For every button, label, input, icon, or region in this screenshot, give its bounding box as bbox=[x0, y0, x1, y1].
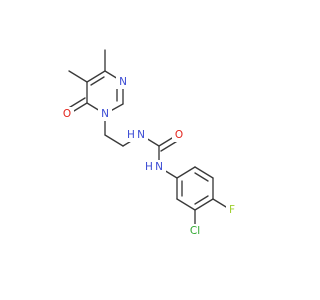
atom-hn-left-h: H bbox=[127, 129, 135, 141]
bond-ph1 bbox=[176, 166, 196, 179]
bond-ph2 bbox=[194, 166, 214, 179]
atom-labels: O N N H N O H N Cl F bbox=[60, 75, 238, 238]
bond-ch2-ch2 bbox=[104, 134, 124, 147]
bond-ph4-double bbox=[194, 195, 209, 205]
atom-cl: Cl bbox=[190, 225, 200, 237]
bond-c4-c5-double bbox=[90, 76, 105, 86]
atom-hn-right-h: H bbox=[145, 161, 153, 173]
bond-ph4 bbox=[194, 198, 214, 211]
atom-f: F bbox=[229, 204, 235, 216]
bonds bbox=[66, 49, 232, 232]
bond-ph2-double bbox=[194, 172, 209, 182]
atom-n1: N bbox=[101, 108, 109, 120]
bond-c4-c5 bbox=[86, 70, 106, 83]
atom-hn-left-n: N bbox=[137, 129, 145, 141]
atom-o-ring: O bbox=[63, 108, 71, 120]
atom-n3: N bbox=[119, 76, 127, 88]
atom-o-urea: O bbox=[175, 129, 183, 141]
molecule-canvas: O N N H N O H N Cl F bbox=[60, 49, 238, 238]
atom-hn-right-n: N bbox=[155, 161, 163, 173]
bond-ph5 bbox=[176, 198, 196, 211]
structure-diagram: O N N H N O H N Cl F bbox=[60, 49, 238, 238]
bond-c5-methyl bbox=[68, 70, 88, 83]
